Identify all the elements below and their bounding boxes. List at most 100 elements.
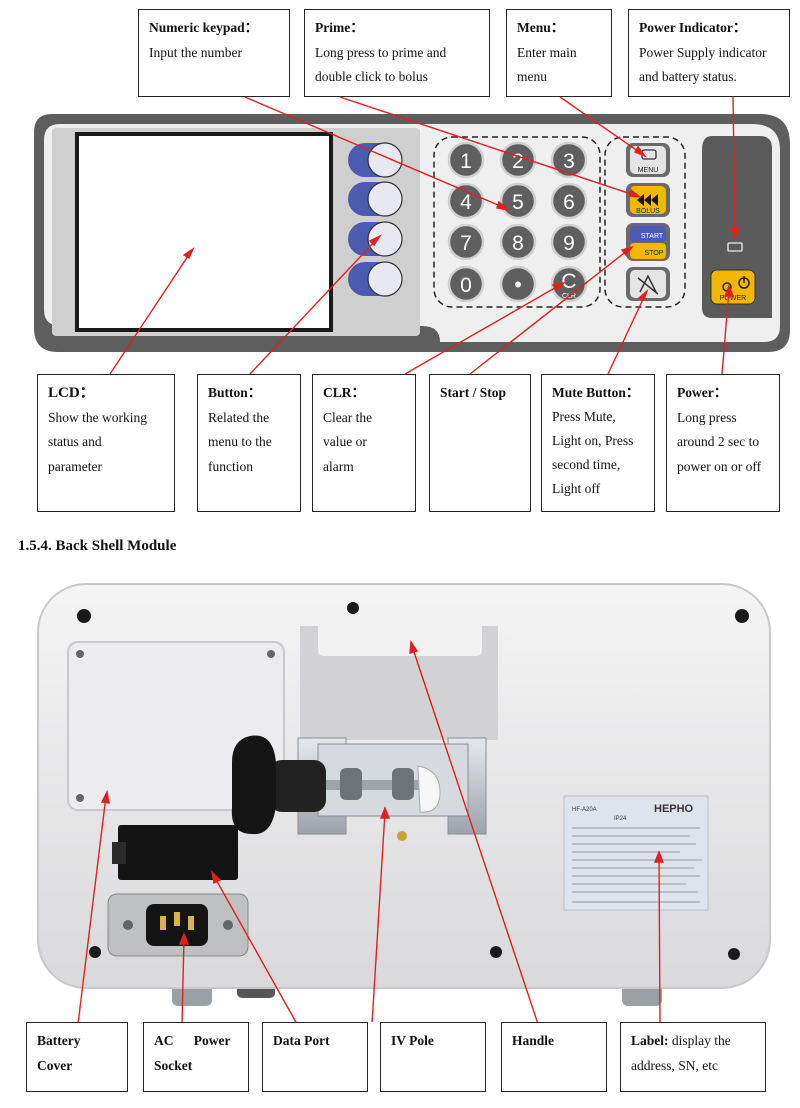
callout-lcd: LCD： Show the working status and paramet… [37,374,175,512]
callout-title: Numeric keypad： [149,20,259,35]
mute-key [626,267,670,301]
device-label-fine-print [572,827,702,903]
soft-keys [348,142,403,297]
callout-line: alarm [323,458,354,474]
callout-title: Start / Stop [440,385,507,400]
keypad-key[interactable]: 0 [447,265,485,303]
keypad-key-label: 5 [512,191,524,214]
handle-grip [318,626,482,656]
callout-line: Related the [208,409,270,425]
callout-clr: CLR： Clear the value or alarm [312,374,416,512]
keypad-key-label: 9 [563,232,575,255]
callout-line: power on or off [677,458,762,474]
callout-line: value or [323,434,367,449]
keypad-key-label: 6 [563,191,575,214]
soft-key-1 [348,142,403,178]
callout-line: Light off [552,481,601,496]
shell-screws [77,602,749,960]
callout-line: second time, [552,457,621,472]
callout-iv-pole: IV Pole [380,1022,486,1092]
keypad-key[interactable]: 7 [447,223,485,261]
callout-menu: Menu： Enter main menu [506,9,612,97]
callout-line: Press Mute, [552,409,616,424]
keypad-key[interactable]: 2 [499,141,537,179]
battery-cover-plate [67,641,285,811]
clamp-knob [231,735,276,835]
callout-line: parameter [48,458,102,474]
callout-title: Prime： [315,20,364,35]
soft-key-4 [348,261,403,297]
callout-title: Menu： [517,20,565,35]
lcd-screen [75,132,333,332]
callout-line: double click to bolus [315,69,428,84]
callout-line: and battery status. [639,69,737,84]
device-label-model: HF-A20A [572,807,597,813]
data-port [118,825,238,880]
keypad-key-face [550,182,588,220]
keypad-key-label: • [514,272,522,297]
keypad-key[interactable]: 6 [550,182,588,220]
stop-key-label: STOP [645,250,664,257]
keypad-key-face [550,223,588,261]
keypad-key-face [550,141,588,179]
callout-title-line2: Cover [37,1057,73,1073]
keypad-key-label: 8 [512,232,524,255]
callout-line: Power Supply indicator [639,44,767,60]
power-key: POWER [710,269,756,305]
keypad-key-label: C [561,270,576,293]
keypad-key-face [447,223,485,261]
callout-line: Light on, Press [552,433,634,448]
callout-title: IV Pole [391,1033,434,1048]
keypad-key[interactable]: 4 [447,182,485,220]
clamp-shaft [270,760,326,812]
keypad-key-face [499,223,537,261]
callout-desc: display the address, SN, etc [631,1033,731,1073]
keypad-key-label: 0 [460,274,472,297]
callout-handle: Handle [501,1022,607,1092]
callout-prime: Prime： Long press to prime and double cl… [304,9,490,97]
callout-title: Mute Button： [552,385,640,400]
callout-mute-button: Mute Button： Press Mute, Light on, Press… [541,374,655,512]
callout-ac-power-socket: AC Power Socket [143,1022,249,1092]
callout-title: Power Indicator： [639,20,747,35]
start-stop-key: START STOP [626,223,670,261]
soft-key-2 [348,181,403,217]
keypad-key-label: 7 [460,232,472,255]
device-label-brand: HEPHO [654,803,694,815]
callout-title: Power： [677,385,728,400]
keypad-key-label: 4 [460,191,472,214]
device-label-ip: IP24 [614,816,627,822]
callout-line: Input the number [149,44,242,60]
bolus-key: BOLUS [626,183,670,217]
keypad-key[interactable]: • [499,265,537,303]
callout-line: around 2 sec to [677,434,760,449]
keypad-key-face [550,265,588,303]
keypad-key[interactable]: 8 [499,223,537,261]
clamp-pad [417,765,441,813]
callout-title: LCD： [48,385,95,401]
callout-line: Long press [677,409,737,425]
clamp-screw [324,780,420,790]
callout-label: Label: display the address, SN, etc [620,1022,766,1092]
keypad-key[interactable]: 5 [499,182,537,220]
keypad-key[interactable]: 3 [550,141,588,179]
battery-indicator-icon [727,242,743,252]
keypad-key-label: 1 [460,150,472,173]
callout-line: menu [517,69,547,84]
keypad-key-face [499,182,537,220]
keypad-key-face [499,265,537,303]
function-key-area [604,136,686,308]
keypad-key[interactable]: 1 [447,141,485,179]
callout-line: Enter main [517,44,577,60]
bolus-key-label: BOLUS [636,208,660,215]
callout-power: Power： Long press around 2 sec to power … [666,374,780,512]
callout-line: menu to the [208,434,272,449]
callout-power-indicator: Power Indicator： Power Supply indicator … [628,9,790,97]
keypad-key[interactable]: 9 [550,223,588,261]
device-label-sticker [563,795,709,911]
back-shell-illustration: HF-A20A HEPHO IP24 [37,583,771,1022]
callout-title: CLR： [323,385,366,400]
callout-title: Battery [37,1033,81,1048]
